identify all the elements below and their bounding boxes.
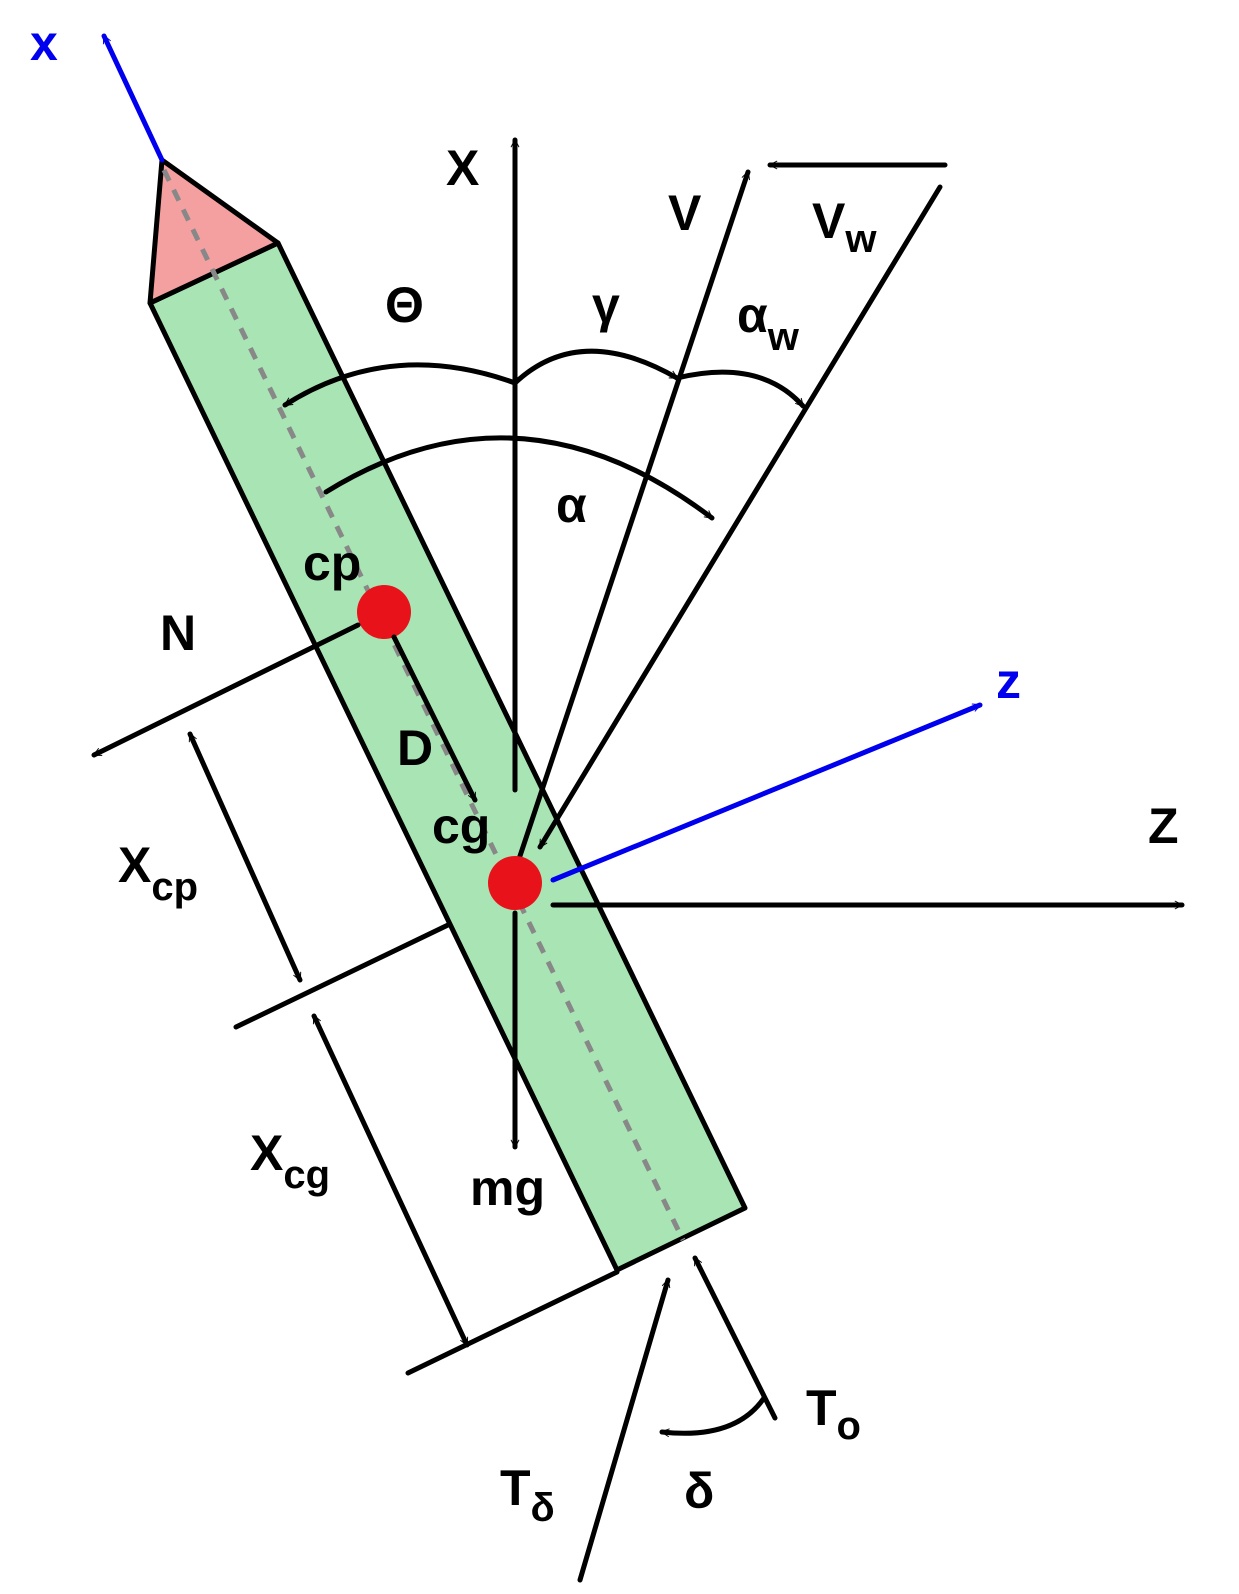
inertial-x-label: X [446, 140, 479, 196]
thrust-delta-symbol: T [500, 1460, 531, 1516]
thrust-0-symbol: T [806, 1380, 837, 1436]
cg-label: cg [432, 798, 490, 854]
cg-point [488, 856, 542, 910]
velocity-vector [514, 169, 751, 868]
alpha-w-arc [674, 369, 806, 409]
wind-velocity-label: Vw [812, 193, 877, 261]
normal-force-label: N [160, 605, 196, 661]
cp-point [357, 585, 411, 639]
normal-force-vector [91, 622, 361, 758]
body-z-axis [550, 702, 983, 883]
weight-label: mg [470, 1160, 545, 1216]
alpha-w-label: αw [737, 287, 800, 359]
xcp-dimension [187, 731, 303, 983]
gamma-label: γ [592, 277, 620, 333]
rocket-centerline [161, 168, 686, 1242]
delta-arc [659, 1395, 767, 1438]
wind-velocity-symbol: V [812, 193, 846, 249]
thrust-0-subscript: o [837, 1404, 861, 1448]
gamma-arc [512, 348, 680, 386]
alpha-label: α [556, 477, 587, 533]
theta-arc [282, 362, 518, 408]
xcg-label: Xcg [250, 1125, 330, 1197]
xcg-symbol: X [250, 1125, 283, 1181]
wind-velocity-subscript: w [844, 217, 877, 261]
alpha-w-subscript: w [767, 315, 800, 359]
alpha-arc [323, 435, 715, 521]
thrust-delta-subscript: δ [531, 1486, 555, 1530]
cp-station-line [233, 922, 451, 1030]
inertial-z-label: Z [1148, 798, 1179, 854]
theta-label: Θ [385, 277, 424, 333]
thrust-0-label: To [806, 1380, 861, 1448]
body-z-label: z [996, 653, 1021, 709]
drag-label: D [397, 720, 433, 776]
drag-vector [391, 634, 478, 803]
xcp-label: Xcp [118, 837, 198, 909]
velocity-label: V [668, 185, 702, 241]
xcp-subscript: cp [151, 865, 198, 909]
body-x-label: x [30, 15, 58, 71]
xcg-dimension [311, 1013, 470, 1348]
thrust-0-vector [692, 1255, 778, 1421]
thrust-delta-label: Tδ [500, 1460, 555, 1530]
body-x-axis [101, 33, 165, 163]
xcp-symbol: X [118, 837, 151, 893]
rocket-body [147, 240, 748, 1273]
delta-label: δ [684, 1463, 714, 1519]
cp-label: cp [303, 535, 361, 591]
alpha-w-symbol: α [737, 287, 768, 343]
relative-wind-line [537, 184, 943, 850]
xcg-subscript: cg [283, 1153, 330, 1197]
base-station-line [405, 1269, 620, 1376]
thrust-delta-vector [577, 1277, 671, 1583]
